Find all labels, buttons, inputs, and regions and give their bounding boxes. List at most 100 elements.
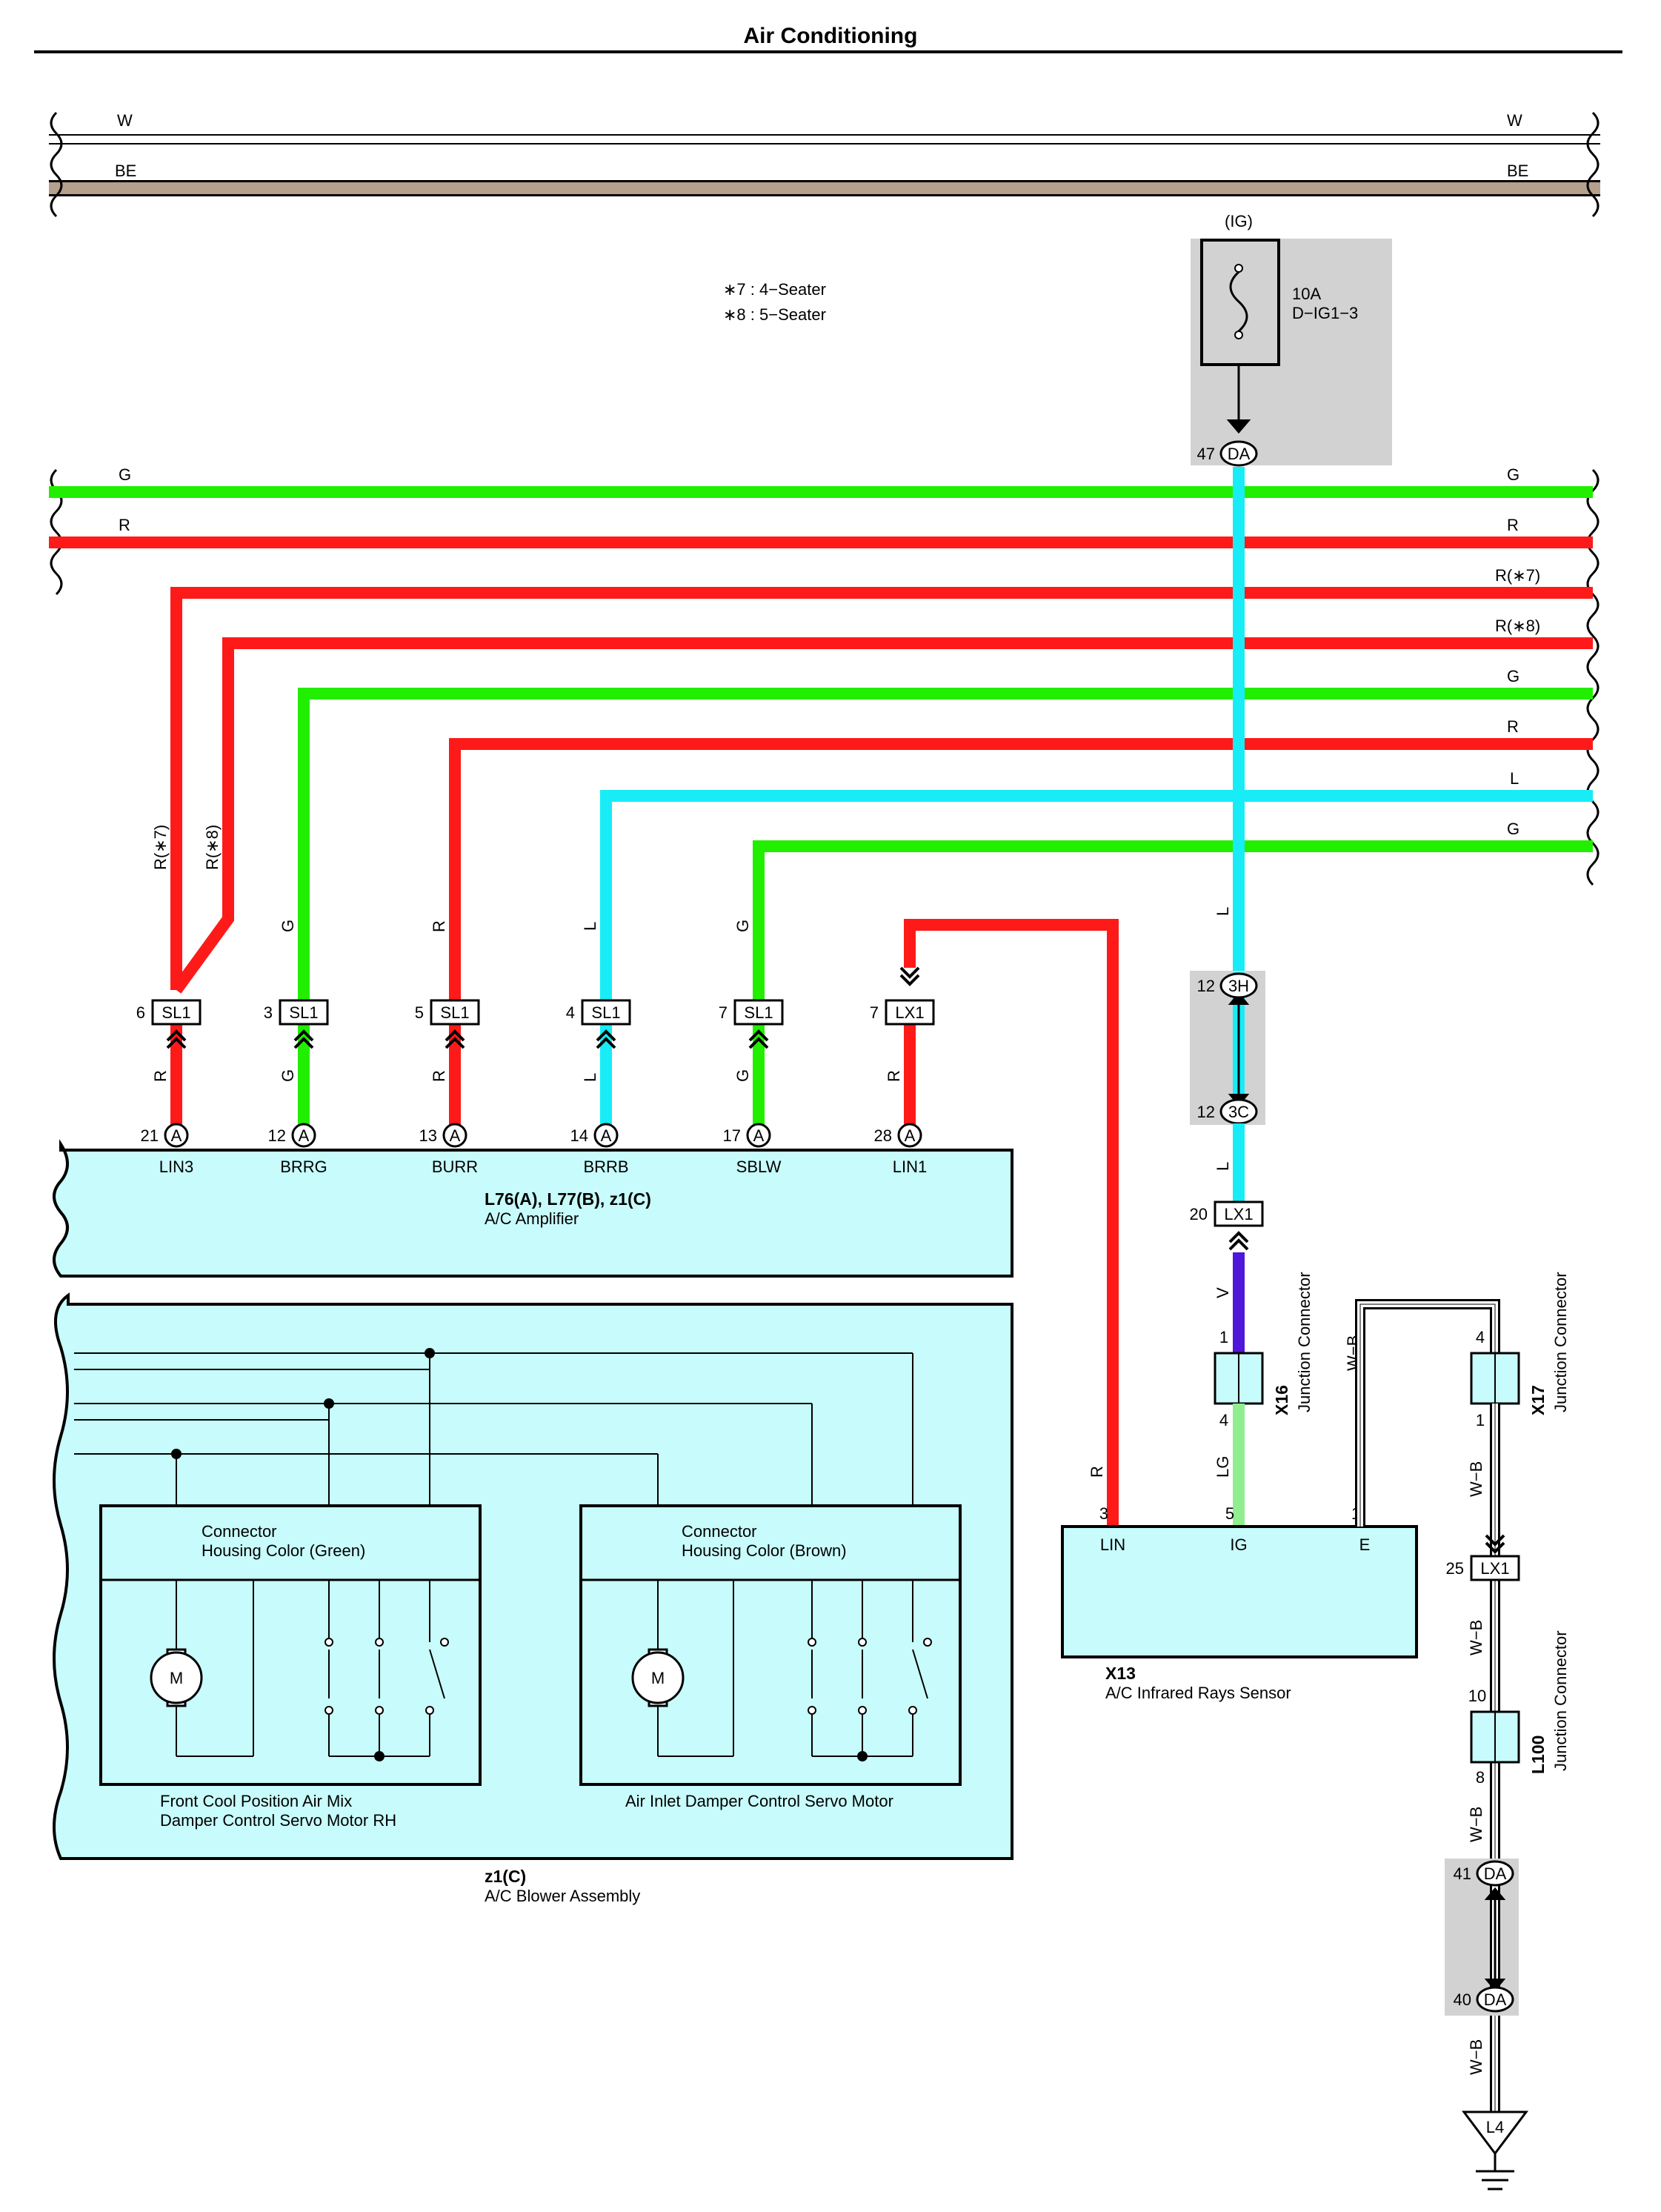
svg-text:3: 3 (1099, 1504, 1108, 1523)
svg-text:41: 41 (1454, 1864, 1471, 1883)
svg-text:R(∗7): R(∗7) (1495, 566, 1540, 585)
svg-text:G: G (1507, 667, 1519, 685)
svg-text:LX1: LX1 (1480, 1559, 1509, 1578)
connector-lx1 (1470, 1555, 1520, 1581)
svg-text:SL1: SL1 (591, 1003, 620, 1022)
svg-text:6: 6 (136, 1003, 145, 1022)
svg-text:∗8 : 5−Seater: ∗8 : 5−Seater (723, 305, 826, 324)
svg-text:Housing Color (Brown): Housing Color (Brown) (682, 1541, 847, 1560)
svg-text:SL1: SL1 (744, 1003, 773, 1022)
svg-text:W: W (1507, 111, 1522, 130)
ig-circuit: DA 47 3H 12 3C 12 LX1 20 1 4 X16 Junctio… (1190, 440, 1314, 1527)
svg-text:SL1: SL1 (289, 1003, 318, 1022)
svg-text:3: 3 (264, 1003, 273, 1022)
motor-icon (150, 1651, 203, 1704)
svg-text:1: 1 (1476, 1411, 1485, 1429)
svg-text:Air Inlet Damper Control Servo: Air Inlet Damper Control Servo Motor (625, 1792, 893, 1810)
svg-text:R(∗8): R(∗8) (1495, 617, 1540, 635)
fuse-block: (IG) 10A D−IG1−3 (1191, 212, 1392, 465)
svg-text:5: 5 (1225, 1504, 1234, 1523)
svg-text:8: 8 (1476, 1768, 1485, 1787)
svg-text:BRRG: BRRG (280, 1158, 327, 1176)
svg-text:R: R (1507, 516, 1519, 534)
connector-sl1 (151, 999, 202, 1026)
fuse-name: D−IG1−3 (1292, 304, 1358, 322)
fuse-symbol (1200, 239, 1280, 366)
svg-text:R: R (430, 1070, 448, 1082)
svg-text:A: A (299, 1126, 310, 1145)
svg-text:4: 4 (1476, 1328, 1485, 1346)
connector-sl1 (581, 999, 631, 1026)
svg-text:∗7 : 4−Seater: ∗7 : 4−Seater (723, 280, 826, 299)
svg-text:W−B: W−B (1467, 1620, 1485, 1655)
svg-text:R: R (119, 516, 130, 534)
svg-text:L: L (1214, 907, 1232, 916)
svg-text:12: 12 (268, 1126, 286, 1145)
svg-text:3C: 3C (1228, 1103, 1249, 1121)
svg-text:Junction Connector: Junction Connector (1551, 1272, 1570, 1412)
svg-text:W−B: W−B (1467, 2039, 1485, 2075)
svg-text:4: 4 (566, 1003, 575, 1022)
servo-motor-air-inlet: Connector Housing Color (Brown) (579, 1504, 962, 1810)
svg-text:Junction Connector: Junction Connector (1295, 1272, 1314, 1412)
wire-g-brrg (298, 688, 1593, 1002)
svg-text:W−B: W−B (1467, 1807, 1485, 1842)
amp-inline-connectors: SL1 6 SL1 3 SL1 5 SL1 4 SL1 7 LX1 7 (136, 966, 935, 1049)
svg-text:LIN3: LIN3 (159, 1158, 193, 1176)
bus-be: BE BE (49, 162, 1600, 196)
svg-text:R: R (1088, 1466, 1106, 1478)
blower-id: z1(C) (485, 1867, 526, 1886)
wire-r-burr (449, 738, 1593, 1002)
svg-text:DA: DA (1484, 1864, 1507, 1883)
svg-text:IG: IG (1230, 1535, 1247, 1554)
bus-labels: G G R R R(∗7) R(∗8) G R L G (119, 465, 1540, 838)
ground-icon (1462, 2110, 1528, 2156)
svg-text:Damper Control Servo Motor RH: Damper Control Servo Motor RH (160, 1811, 396, 1830)
svg-text:R: R (430, 920, 448, 932)
svg-text:12: 12 (1197, 1103, 1215, 1121)
svg-text:20: 20 (1190, 1205, 1208, 1223)
svg-text:12: 12 (1197, 977, 1215, 995)
svg-text:L: L (581, 922, 599, 931)
page-title: Air Conditioning (744, 24, 918, 48)
svg-text:Housing Color (Green): Housing Color (Green) (202, 1541, 365, 1560)
svg-text:3H: 3H (1228, 977, 1249, 995)
svg-text:R(∗8): R(∗8) (203, 825, 222, 870)
svg-text:21: 21 (141, 1126, 159, 1145)
svg-text:L100: L100 (1528, 1736, 1548, 1774)
svg-text:Connector: Connector (202, 1522, 277, 1541)
svg-text:M: M (170, 1669, 183, 1687)
svg-text:W: W (117, 111, 133, 130)
amplifier-id: L76(A), L77(B), z1(C) (485, 1189, 651, 1209)
svg-text:BE: BE (1507, 162, 1528, 180)
svg-text:G: G (733, 920, 752, 932)
svg-text:G: G (1507, 820, 1519, 838)
svg-text:X16: X16 (1272, 1385, 1291, 1415)
svg-text:LX1: LX1 (895, 1003, 924, 1022)
svg-text:14: 14 (570, 1126, 588, 1145)
svg-text:A: A (905, 1126, 916, 1145)
svg-text:13: 13 (419, 1126, 437, 1145)
svg-text:G: G (1507, 465, 1519, 484)
connector-sl1 (279, 999, 329, 1026)
svg-text:40: 40 (1454, 1990, 1471, 2009)
header: Air Conditioning (34, 24, 1622, 53)
svg-text:DA: DA (1484, 1990, 1507, 2009)
ground-id: L4 (1486, 2118, 1504, 2136)
ac-blower-assembly: Connector Housing Color (Green) (53, 1292, 1013, 1905)
ac-amplifier: LIN3 BRRG BURR BRRB SBLW LIN1 L76(A), L7… (53, 1139, 1013, 1278)
svg-text:L: L (1510, 769, 1519, 788)
svg-text:LIN1: LIN1 (893, 1158, 927, 1176)
connector-sl1 (430, 999, 480, 1026)
svg-text:G: G (279, 1069, 297, 1082)
sensor-id: X13 (1105, 1664, 1136, 1683)
svg-text:G: G (119, 465, 131, 484)
svg-text:LX1: LX1 (1224, 1205, 1253, 1223)
wire-g-sblw (753, 840, 1593, 1002)
svg-text:G: G (733, 1069, 752, 1082)
svg-text:4: 4 (1219, 1411, 1228, 1429)
svg-text:R: R (885, 1070, 903, 1082)
svg-text:Front Cool Position Air Mix: Front Cool Position Air Mix (160, 1792, 352, 1810)
svg-text:SBLW: SBLW (736, 1158, 782, 1176)
